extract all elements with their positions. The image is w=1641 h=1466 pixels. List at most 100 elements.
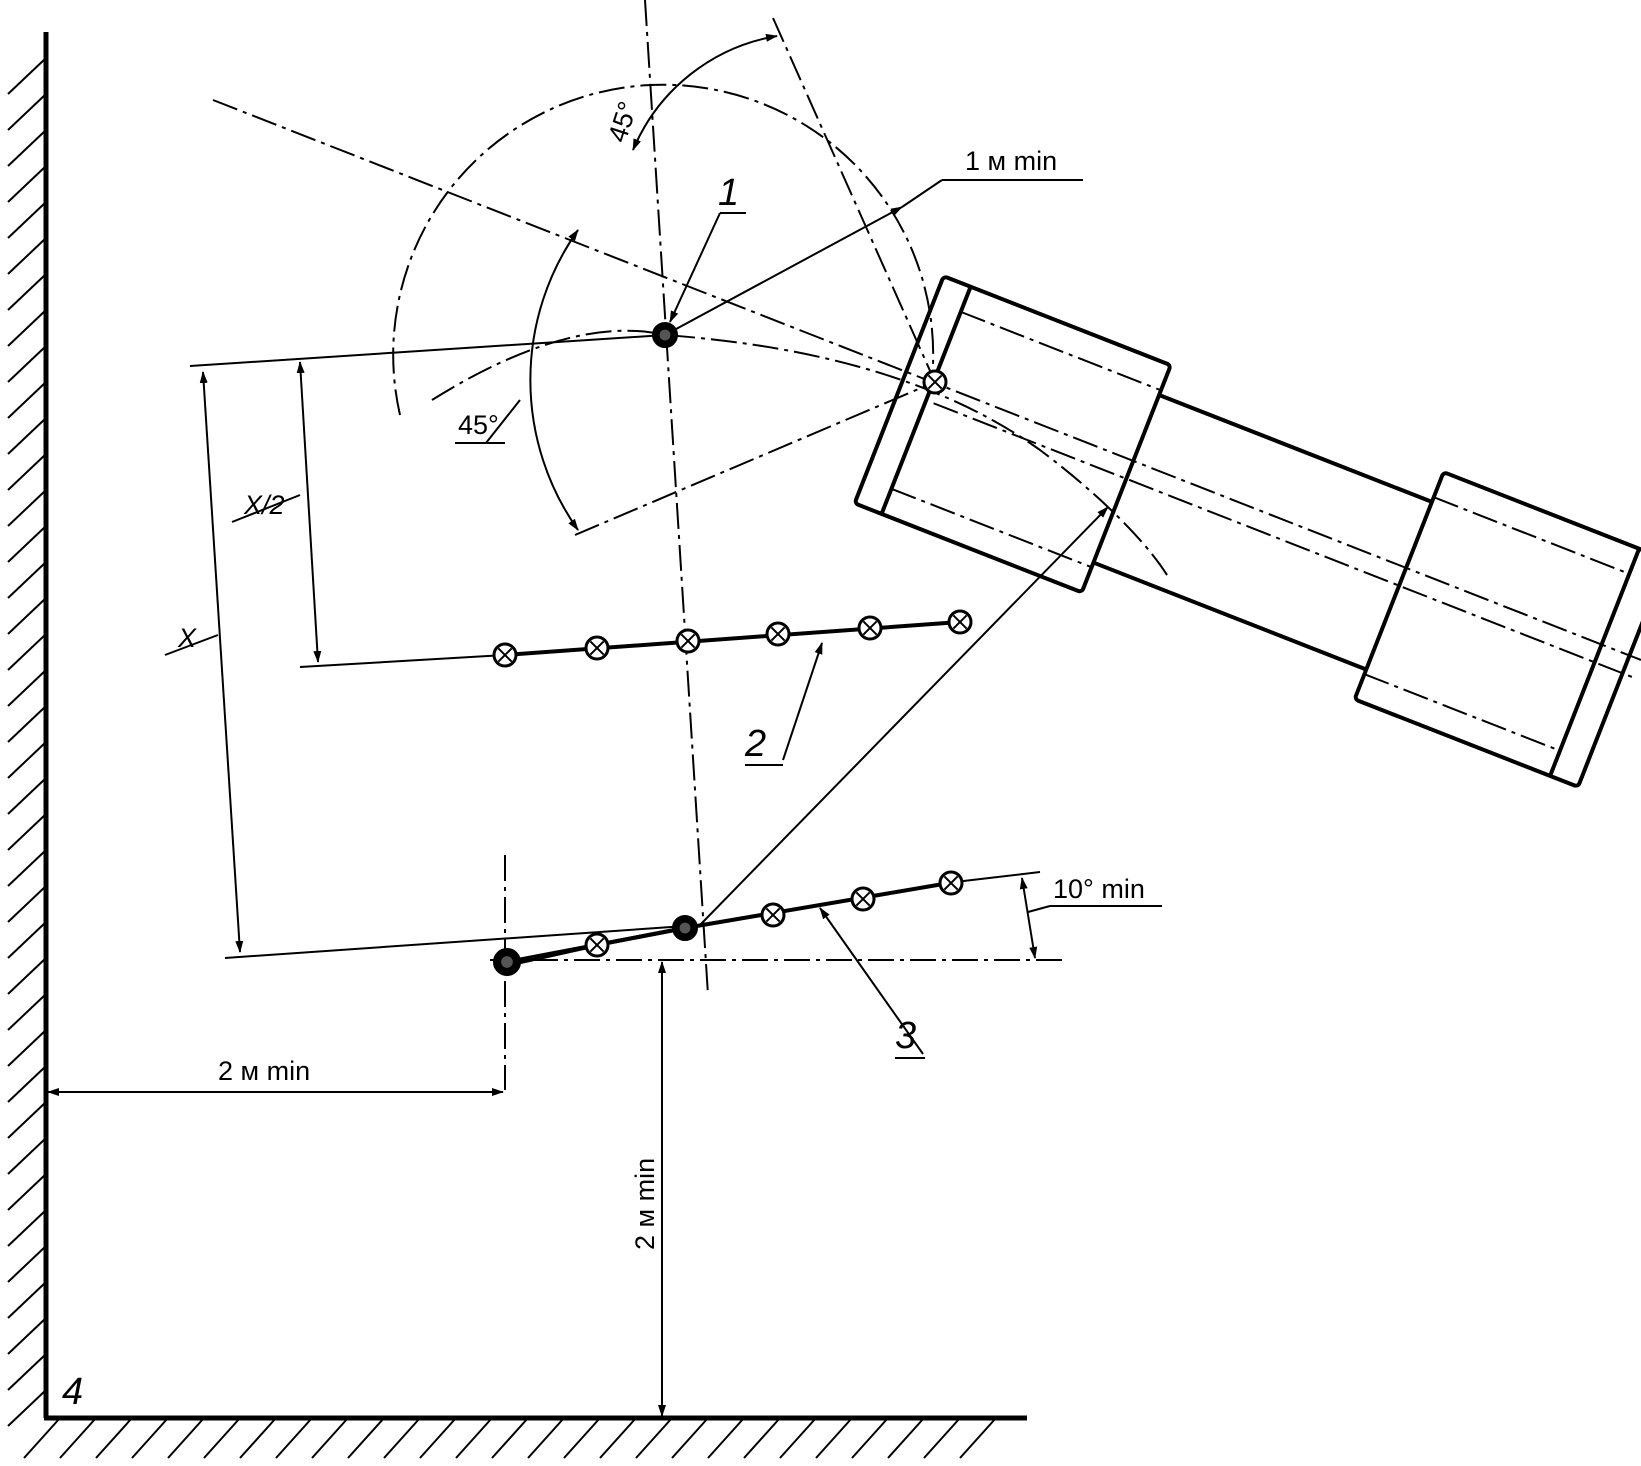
hatch-line: [7, 1065, 47, 1103]
wall-distance-label: 2 м min: [218, 1056, 310, 1086]
angle-min-label: 10° min: [1053, 874, 1145, 904]
hatch-line: [7, 1137, 47, 1175]
hatch-line: [455, 1417, 493, 1459]
hatch-line: [7, 1281, 47, 1319]
floor: [23, 1415, 1027, 1459]
points: [492, 322, 973, 976]
wall-hatching: [7, 57, 47, 1427]
hatch-line: [887, 1417, 925, 1459]
hatch-line: [275, 1417, 313, 1459]
hatch-line: [599, 1417, 637, 1459]
hatch-line: [7, 669, 47, 707]
crossed-point: [857, 615, 883, 641]
hatch-line: [7, 1353, 47, 1391]
hatch-line: [7, 1173, 47, 1211]
hatch-line: [7, 345, 47, 383]
hatch-line: [743, 1417, 781, 1459]
hatch-line: [7, 1209, 47, 1247]
crossed-point: [765, 621, 791, 647]
hatch-line: [671, 1417, 709, 1459]
hatch-line: [7, 813, 47, 851]
hatch-line: [707, 1417, 745, 1459]
x-dimensions: [164, 334, 701, 959]
crossed-point: [760, 902, 786, 928]
floor-hatching: [23, 1417, 997, 1459]
radius-label: 1 м min: [965, 146, 1057, 176]
angle-left-label: 45°: [458, 410, 499, 440]
hatch-line: [7, 885, 47, 923]
hatch-line: [7, 489, 47, 527]
hatch-line: [491, 1417, 529, 1459]
hatch-line: [383, 1417, 421, 1459]
hatch-line: [59, 1417, 97, 1459]
hatch-line: [635, 1417, 673, 1459]
hatch-line: [7, 921, 47, 959]
hatch-line: [7, 57, 47, 95]
crossed-point: [584, 932, 610, 958]
hatch-line: [347, 1417, 385, 1459]
callout-leaders: [455, 212, 925, 1059]
hatch-line: [7, 993, 47, 1031]
solid-point: [493, 948, 521, 976]
hatch-line: [7, 597, 47, 635]
hatch-line: [815, 1417, 853, 1459]
hatch-line: [7, 1029, 47, 1067]
hatch-line: [239, 1417, 277, 1459]
hatch-line: [203, 1417, 241, 1459]
hatch-line: [167, 1417, 205, 1459]
callout-4: 4: [62, 1371, 83, 1413]
half-x-label: X/2: [243, 490, 285, 520]
hatch-line: [7, 1245, 47, 1283]
hatch-line: [851, 1417, 889, 1459]
wall: [7, 32, 49, 1427]
hatch-line: [7, 705, 47, 743]
hatch-line: [7, 561, 47, 599]
crossed-point: [947, 609, 973, 635]
crossed-point: [938, 870, 964, 896]
hatch-line: [7, 633, 47, 671]
hatch-line: [7, 165, 47, 203]
center-lines: [212, 0, 1641, 1090]
hatch-line: [7, 777, 47, 815]
crossed-point: [584, 635, 610, 661]
hatch-line: [7, 849, 47, 887]
hatch-line: [23, 1417, 61, 1459]
hatch-line: [7, 381, 47, 419]
vehicle: [853, 275, 1641, 788]
hatch-line: [95, 1417, 133, 1459]
hatch-line: [563, 1417, 601, 1459]
hatch-line: [7, 309, 47, 347]
crossed-point: [675, 628, 701, 654]
hatch-line: [7, 201, 47, 239]
hatch-line: [959, 1417, 997, 1459]
angle-10-dimension: [1019, 877, 1162, 959]
x-label: X: [177, 623, 197, 653]
hatch-line: [7, 1389, 47, 1427]
solid-point: [652, 322, 678, 348]
hatch-line: [7, 525, 47, 563]
hatch-line: [7, 1101, 47, 1139]
callout-3: 3: [895, 1015, 916, 1057]
floor-distance-label: 2 м min: [630, 1158, 660, 1250]
hatch-line: [7, 129, 47, 167]
callout-2: 2: [744, 723, 766, 765]
distance-dimensions: [47, 961, 666, 1417]
hatch-line: [7, 1317, 47, 1355]
callout-1: 1: [718, 172, 739, 214]
line-3: [506, 506, 1109, 967]
hatch-line: [527, 1417, 565, 1459]
hatch-line: [923, 1417, 961, 1459]
crossed-point: [922, 369, 948, 395]
hatch-line: [311, 1417, 349, 1459]
hatch-line: [7, 237, 47, 275]
hatch-line: [131, 1417, 169, 1459]
hatch-line: [779, 1417, 817, 1459]
hatch-line: [7, 957, 47, 995]
hatch-line: [7, 741, 47, 779]
hatch-line: [7, 453, 47, 491]
crossed-point: [492, 642, 518, 668]
solid-point: [672, 915, 698, 941]
hatch-line: [419, 1417, 457, 1459]
crossed-point: [850, 886, 876, 912]
